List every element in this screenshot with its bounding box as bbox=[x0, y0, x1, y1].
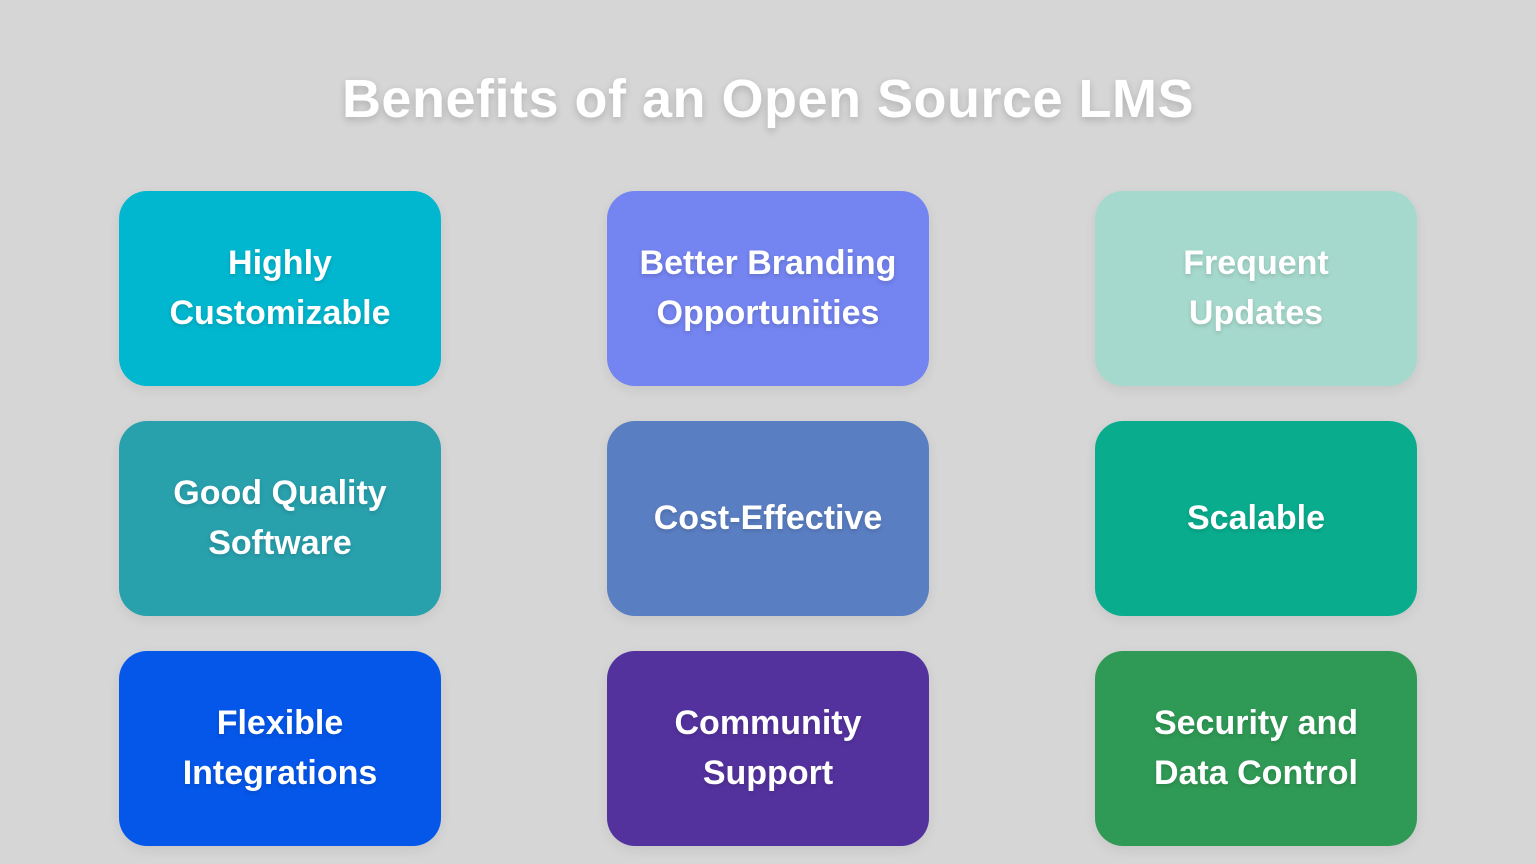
benefit-card-community-support: Community Support bbox=[607, 651, 929, 846]
benefit-card-label: Good Quality Software bbox=[173, 474, 387, 562]
benefit-card-label: Scalable bbox=[1187, 498, 1325, 537]
benefit-card-good-quality-software: Good Quality Software bbox=[119, 421, 441, 616]
benefit-card-label: Flexible Integrations bbox=[182, 704, 378, 792]
benefits-grid: Highly Customizable Better Branding Oppo… bbox=[119, 191, 1417, 846]
benefit-card-cost-effective: Cost-Effective bbox=[607, 421, 929, 616]
benefit-card-scalable: Scalable bbox=[1095, 421, 1417, 616]
benefit-card-label: Community Support bbox=[674, 704, 862, 792]
benefit-card-security-data-control: Security and Data Control bbox=[1095, 651, 1417, 846]
benefit-card-highly-customizable: Highly Customizable bbox=[119, 191, 441, 386]
benefit-card-frequent-updates: Frequent Updates bbox=[1095, 191, 1417, 386]
benefit-card-label: Highly Customizable bbox=[169, 244, 391, 332]
benefit-card-label: Cost-Effective bbox=[653, 498, 883, 537]
benefit-card-better-branding: Better Branding Opportunities bbox=[607, 191, 929, 386]
page-title: Benefits of an Open Source LMS bbox=[341, 69, 1195, 129]
benefit-card-label: Better Branding Opportunities bbox=[639, 244, 897, 332]
benefit-card-label: Security and Data Control bbox=[1153, 704, 1359, 792]
benefit-card-flexible-integrations: Flexible Integrations bbox=[119, 651, 441, 846]
benefit-card-label: Frequent Updates bbox=[1183, 244, 1329, 332]
